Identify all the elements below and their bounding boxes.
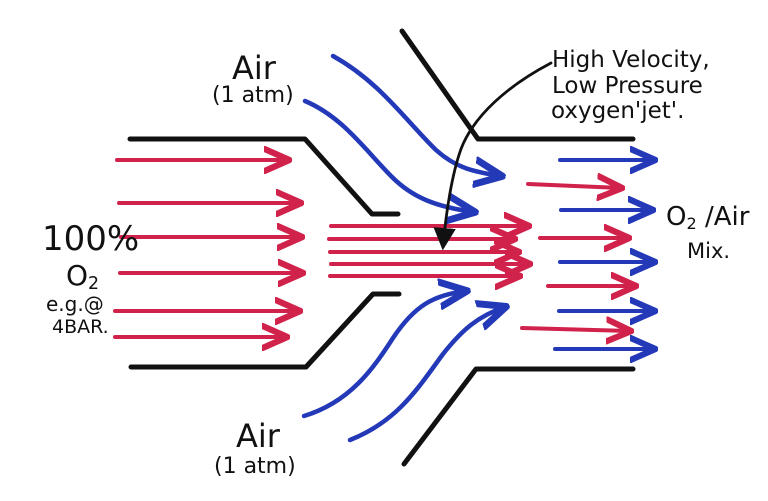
nozzle-bottom-wall bbox=[128, 291, 402, 370]
jet-note-line-2: Low Pressure bbox=[552, 73, 703, 99]
air-bottom-label: Air bbox=[236, 417, 280, 455]
throat-bottom-wall bbox=[401, 366, 636, 467]
air-bottom-pressure-label: (1 atm) bbox=[214, 454, 296, 479]
oxygen-formula-main: O bbox=[66, 259, 89, 292]
air-bottom-arrow-lower bbox=[347, 307, 505, 443]
air-top-flow bbox=[302, 53, 501, 212]
air-top-arrow-lower bbox=[302, 98, 474, 212]
air-top-label: Air bbox=[232, 49, 276, 87]
outlet-oxygen-flow bbox=[520, 184, 635, 331]
outlet-mix-prefix: O bbox=[666, 202, 687, 232]
oxygen-example-label: e.g.@ bbox=[46, 292, 104, 316]
throat-top-wall bbox=[399, 28, 636, 142]
outlet-mix-subscript: 2 bbox=[686, 213, 697, 233]
oxygen-percent-label: 100% bbox=[42, 219, 140, 259]
jet-note-line-3: oxygen'jet'. bbox=[551, 98, 685, 124]
oxygen-jet-flow bbox=[327, 226, 529, 276]
outlet-mix-line-2: Mix. bbox=[687, 239, 731, 263]
outlet-air-flow bbox=[553, 160, 654, 349]
jet-note-line-1: High Velocity, bbox=[552, 47, 710, 73]
outlet-oxygen-arrow bbox=[520, 328, 630, 331]
nozzle-top-wall bbox=[127, 136, 401, 217]
oxygen-pressure-label: 4BAR. bbox=[52, 316, 109, 338]
outlet-oxygen-arrow bbox=[526, 184, 621, 188]
nozzle-outline bbox=[127, 28, 636, 467]
oxygen-inlet-flow bbox=[113, 160, 302, 337]
air-bottom-arrow-upper bbox=[301, 291, 466, 419]
air-top-pressure-label: (1 atm) bbox=[212, 83, 294, 108]
outlet-mix-suffix: /Air bbox=[696, 202, 750, 232]
air-top-arrow-upper bbox=[330, 53, 501, 176]
outlet-mix-line-1: O2 /Air bbox=[666, 202, 750, 233]
jet-pointer-arrow bbox=[433, 61, 553, 251]
oxygen-formula-subscript: 2 bbox=[88, 274, 100, 295]
air-bottom-flow bbox=[301, 291, 505, 443]
oxygen-formula-label: O2 bbox=[66, 259, 99, 293]
